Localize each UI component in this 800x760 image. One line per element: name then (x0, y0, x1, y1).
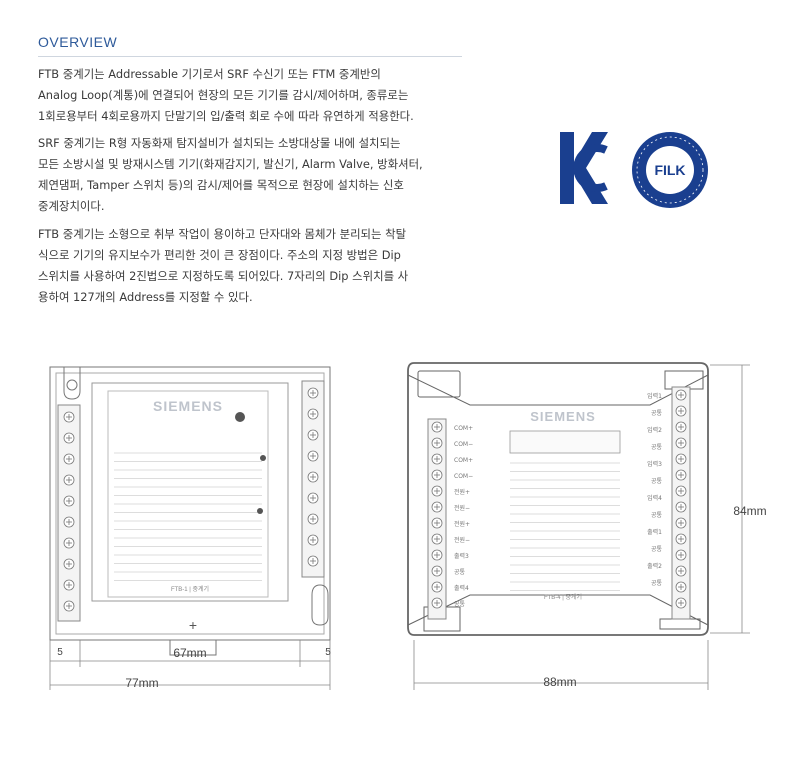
paragraph-line: 1회로용부터 4회로용까지 단말기의 입/출력 회로 수에 따라 유연하게 적용… (38, 109, 414, 123)
terminal-label: 공통 (454, 601, 466, 608)
terminal-label: 입력3 (647, 460, 662, 468)
margin-left-label: 5 (57, 647, 63, 658)
heading-rule (38, 56, 462, 57)
brand-label: SIEMENS (530, 409, 596, 424)
terminal-label: 전원− (454, 536, 470, 544)
ftb-4-dimension-drawing: SIEMENS FTB-4 | 중계기 COM+ COM− COM+ COM− 전원+ 전… (407, 362, 767, 690)
paragraph-3: FTB 중계기는 소형으로 취부 작업이 용이하고 단자대와 몸체가 분리되는 … (38, 224, 470, 308)
paragraph-line: Analog Loop(계통)에 연결되어 현장의 모든 기기를 감시/제어하며… (38, 88, 409, 102)
brand-label: SIEMENS (153, 398, 223, 414)
terminal-label: 입력2 (647, 426, 662, 434)
model-label: FTB-4 | 중계기 (544, 593, 582, 601)
left-terminal-strip (57, 404, 81, 622)
terminal-label: 출력1 (647, 528, 662, 536)
terminal-label: 공통 (651, 580, 663, 587)
terminal-label: COM+ (454, 457, 473, 464)
outer-width-label: 77mm (125, 676, 158, 690)
terminal-label: 입력4 (647, 494, 662, 502)
height-label: 84mm (733, 504, 766, 518)
terminal-label: COM− (454, 473, 473, 480)
terminal-label: 입력1 (647, 392, 662, 400)
paragraph-line: 식으로 기기의 유지보수가 편리한 것이 큰 장점이다. 주소의 지정 방법은 … (38, 248, 401, 262)
model-label: FTB-1 | 중계기 (171, 585, 209, 593)
paragraph-line: SRF 중계기는 R형 자동화재 탐지설비가 설치되는 소방대상물 내에 설치되… (38, 136, 401, 150)
overview-heading: OVERVIEW (38, 34, 118, 50)
terminal-label: 공통 (651, 478, 663, 485)
paragraph-line: 중계장치이다. (38, 199, 105, 213)
paragraph-line: 용하여 127개의 Address를 지정할 수 있다. (38, 290, 253, 304)
terminal-label: 출력4 (454, 584, 469, 592)
terminal-label: 전원+ (454, 520, 470, 528)
paragraph-1: FTB 중계기는 Addressable 기기로서 SRF 수신기 또는 FTM… (38, 64, 470, 127)
terminal-label: 공통 (651, 512, 663, 519)
paragraph-line: 제연댐퍼, Tamper 스위치 등)의 감시/제어를 목적으로 현장에 설치하… (38, 178, 404, 192)
paragraph-2: SRF 중계기는 R형 자동화재 탐지설비가 설치되는 소방대상물 내에 설치되… (38, 133, 470, 217)
filk-center-text: FILK (654, 162, 685, 178)
paragraph-line: 모든 소방시설 및 방재시스템 기기(화재감지기, 발신기, Alarm Val… (38, 157, 423, 171)
terminal-label: 공통 (651, 444, 663, 451)
terminal-label: 전원+ (454, 488, 470, 496)
margin-right-label: 5 (325, 647, 331, 658)
inner-width-label: 67mm (173, 646, 206, 660)
width-label: 88mm (543, 675, 576, 689)
terminal-label: 전원− (454, 504, 470, 512)
kc-certification-logo (560, 132, 608, 204)
terminal-label: COM− (454, 441, 473, 448)
paragraph-line: FTB 중계기는 소형으로 취부 작업이 용이하고 단자대와 몸체가 분리되는 … (38, 227, 407, 241)
paragraph-line: 스위치를 사용하여 2진법으로 지정하도록 되어있다. 7자리의 Dip 스위치… (38, 269, 409, 283)
paragraph-line: FTB 중계기는 Addressable 기기로서 SRF 수신기 또는 FTM… (38, 67, 381, 81)
filk-certification-logo: FILK (632, 132, 708, 208)
ftb-1-dimension-drawing: SIEMENS FTB-1 | 중계기 + 5 67mm 5 77mm (49, 366, 331, 690)
terminal-label: 출력3 (454, 552, 469, 560)
terminal-label: 출력2 (647, 562, 662, 570)
plus-symbol: + (189, 617, 197, 633)
terminal-label: COM+ (454, 425, 473, 432)
terminal-label: 공통 (454, 569, 466, 576)
terminal-label: 공통 (651, 410, 663, 417)
terminal-label: 공통 (651, 546, 663, 553)
